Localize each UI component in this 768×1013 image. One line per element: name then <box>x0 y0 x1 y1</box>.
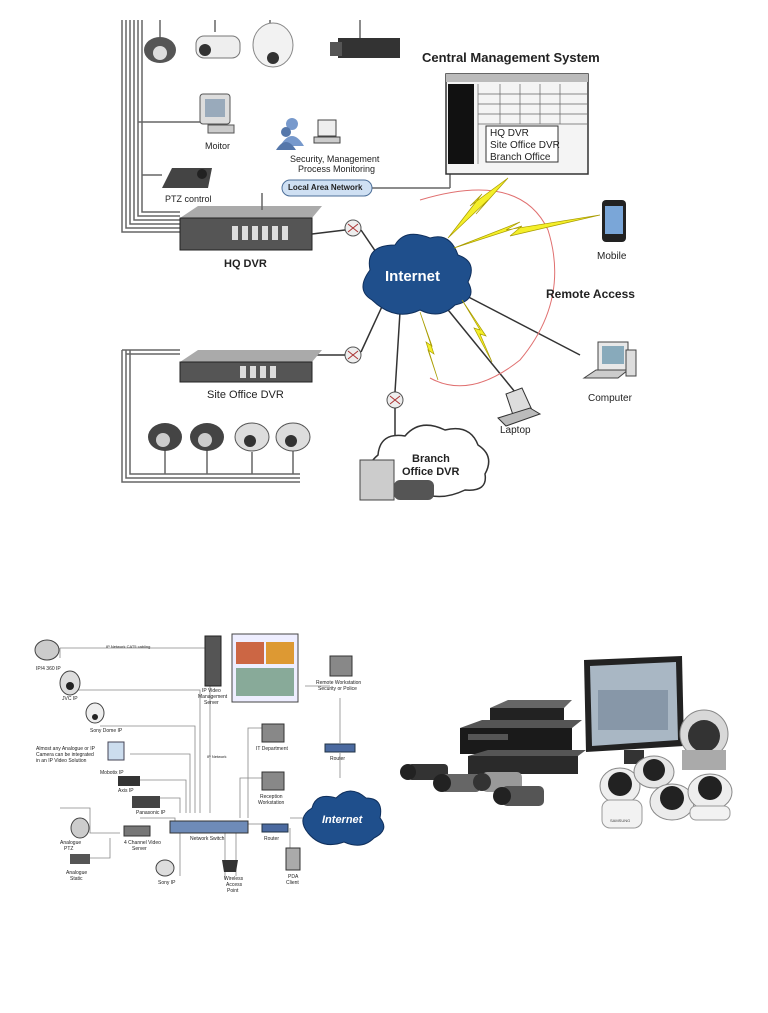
label-reception-1: Reception <box>260 794 283 800</box>
label-ip-mgmt-2: Management <box>198 694 228 700</box>
label-wireless-3: Point <box>227 888 239 894</box>
ptz-controller <box>162 168 212 188</box>
label-wireless-2: Access <box>226 882 243 888</box>
mobile-label: Mobile <box>597 251 627 262</box>
top-cameras <box>144 22 400 68</box>
label-mobotix: Mobotix IP <box>100 770 124 776</box>
label-network-switch: Network Switch <box>190 836 225 842</box>
product-dome-cameras <box>599 709 733 829</box>
label-ip-network: IP Network <box>207 754 227 759</box>
label-adapt-2: Camera can be integrated <box>36 752 94 758</box>
internet-label: Internet <box>385 268 441 285</box>
lan-label: Local Area Network <box>288 183 363 192</box>
internet-cloud-bottom <box>302 790 385 846</box>
label-remote-ws-1: Remote Workstation <box>316 680 362 686</box>
pda <box>285 847 301 871</box>
label-channel-server-2: Server <box>132 846 147 852</box>
label-reception-2: Workstation <box>258 800 285 806</box>
site-dvr-label: Site Office DVR <box>207 389 284 401</box>
workstations <box>261 655 353 791</box>
laptop <box>497 387 542 427</box>
video-screens <box>231 633 299 703</box>
security-label-2: Process Monitoring <box>298 164 376 174</box>
label-sony-ip: Sony IP <box>158 880 176 886</box>
security-staff <box>276 118 341 150</box>
cms-row-hq: HQ DVR <box>490 128 529 139</box>
product-monitor <box>584 656 684 764</box>
label-axis: Axis IP <box>118 788 134 794</box>
camera-wiring <box>121 20 361 483</box>
management-server <box>204 635 222 687</box>
site-cameras <box>148 422 311 452</box>
label-pda-1: PDA <box>288 874 299 880</box>
router-right <box>324 743 356 753</box>
label-analogue-ptz-1: Analogue <box>60 840 82 846</box>
cms-screen <box>445 73 589 175</box>
monitor-label: Moitor <box>205 141 231 151</box>
internet-cloud <box>362 233 472 315</box>
wireless-ap <box>222 860 238 872</box>
cms-row-branch: Branch Office <box>490 152 551 163</box>
label-wireless-1: Wireless <box>224 876 244 882</box>
label-channel-server-1: 4 Channel Video <box>124 840 161 846</box>
network-switch <box>169 820 249 834</box>
label-remote-ws-2: Security or Police <box>318 686 357 692</box>
label-it-dept: IT Department <box>256 746 288 752</box>
label-top-link: IP Network CAT5 cabling <box>106 644 151 649</box>
label-sony-dome: Sony Dome IP <box>90 728 123 734</box>
branch-dvr-unit <box>359 459 434 501</box>
cctv-diagram-graphics <box>121 20 637 501</box>
product-graphics <box>400 656 733 829</box>
branch-label-1: Branch <box>412 453 450 465</box>
label-ip360: IP/4 360 IP <box>36 666 61 672</box>
label-router-right: Router <box>330 756 346 762</box>
laptop-label: Laptop <box>500 425 531 436</box>
ptz-label: PTZ control <box>165 194 212 204</box>
site-office-dvr-unit <box>179 350 322 383</box>
samsung-brand-text: SAMSUNG <box>610 818 631 823</box>
label-analogue-ptz-2: PTZ <box>64 846 74 852</box>
label-adapt-1: Almost any Analogue or IP <box>36 746 95 752</box>
product-box-cameras <box>400 764 544 806</box>
label-ip-mgmt-1: IP Video <box>202 688 221 694</box>
ip-video-graphics <box>34 633 385 880</box>
label-analogue-static-2: Static <box>70 876 83 882</box>
wireless-links <box>419 177 601 381</box>
label-jvc: JVC IP <box>62 696 78 702</box>
label-internet-bottom: Internet <box>322 814 363 826</box>
ip-video-diagram: IP/4 360 IP JVC IP Sony Dome IP Almost a… <box>0 628 385 910</box>
cctv-network-diagram: Central Management System HQ DVR Site Of… <box>121 20 637 501</box>
computer-label: Computer <box>588 393 632 404</box>
remote-access-boundary <box>419 189 556 387</box>
label-pda-2: Client <box>286 880 299 886</box>
desktop-computer <box>582 341 637 379</box>
cms-row-site: Site Office DVR <box>490 140 560 151</box>
remote-access-label: Remote Access <box>546 287 635 301</box>
hq-dvr-label: HQ DVR <box>224 258 267 270</box>
label-adapt-3: in an IP Video Solution <box>36 758 87 764</box>
lan-bar <box>281 179 373 197</box>
cms-title: Central Management System <box>422 50 600 65</box>
ip-camera-icons <box>34 639 175 877</box>
cctv-product-photo: SAMSUNG <box>398 650 738 840</box>
label-panasonic: Panasonic IP <box>136 810 166 816</box>
mobile-phone <box>602 200 626 242</box>
label-ip-mgmt-3: Server <box>204 700 219 706</box>
monitor <box>199 93 235 134</box>
product-dvr-stack <box>460 700 586 774</box>
security-label-1: Security, Management <box>290 154 380 164</box>
hq-dvr-unit <box>179 206 322 251</box>
label-router-bottom: Router <box>264 836 280 842</box>
branch-label-2: Office DVR <box>402 466 460 478</box>
label-analogue-static-1: Analogue <box>66 870 88 876</box>
router-bottom <box>261 823 289 833</box>
